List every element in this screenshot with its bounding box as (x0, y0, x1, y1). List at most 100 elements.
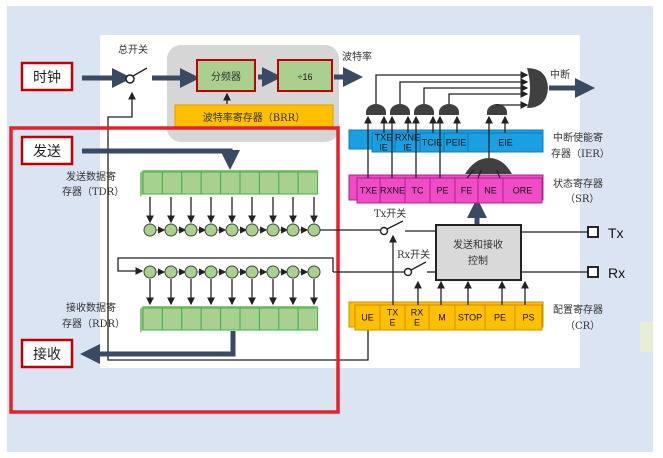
register-cell-label: TC (412, 186, 424, 196)
register-bit-cell (181, 307, 202, 331)
interrupt-logic (364, 68, 595, 305)
register-bit-cell (297, 171, 319, 195)
error-flag-line (477, 169, 482, 179)
brr-label: 波特率寄存器（BRR） (203, 111, 305, 124)
register-bit-cell (181, 171, 202, 195)
shift-bit (245, 265, 259, 279)
ier-label-1: 中断使能寄 (553, 131, 603, 144)
register-bit-cell (142, 307, 163, 331)
rx-switch[interactable] (403, 261, 437, 277)
gate-output-line (448, 90, 529, 104)
register-cell-label: FE (461, 186, 473, 196)
divider-block: 分频器 (196, 59, 256, 92)
shift-bit (184, 223, 198, 237)
receive-label: 接收 (33, 346, 61, 363)
interrupt-or-gate (527, 68, 548, 108)
baud-output-label: 波特率 (342, 50, 372, 63)
register-bit-cell (239, 171, 260, 195)
interrupt-label: 中断 (550, 68, 570, 81)
tx-pin (587, 226, 599, 238)
register-cell-label: EIE (498, 138, 513, 148)
shift-bit (164, 265, 178, 279)
tx-shift-register (143, 197, 321, 237)
rdr-label-1: 接收数据寄 (66, 301, 116, 314)
gate-output-line (399, 78, 529, 104)
send-input: 发送 (20, 135, 74, 166)
register-cell-label: TXE (375, 133, 393, 143)
and-gate (439, 104, 459, 115)
rx-switch-label: Rx开关 (397, 248, 430, 261)
register-cell (429, 177, 456, 204)
tx-rx-control-block: 发送和接收 控制 (435, 224, 522, 281)
gate-output-line (496, 101, 529, 109)
register-bit-cell (258, 307, 280, 331)
register-cell-label: PE (436, 186, 448, 196)
tx-switch-label: Tx开关 (374, 207, 406, 220)
and-gate (414, 104, 434, 115)
error-flag-line (496, 169, 501, 179)
tdr-register (140, 170, 319, 197)
shift-bit (204, 223, 218, 237)
shift-bit (307, 223, 321, 237)
register-cell-label: TCIE (422, 138, 443, 148)
cr-label-2: （CR） (565, 320, 600, 332)
brr-register: 波特率寄存器（BRR） (174, 104, 334, 128)
register-bit-cell (258, 171, 280, 195)
tx-pin-label: Tx (608, 225, 624, 241)
and-gate (390, 104, 410, 115)
register-bit-cell (200, 171, 222, 195)
receive-arrow (80, 331, 236, 364)
register-cell-label: PS (522, 313, 534, 323)
div16-block: ÷16 (277, 59, 333, 92)
rx-pin (587, 266, 599, 278)
div16-label: ÷16 (298, 72, 313, 82)
main-switch[interactable] (125, 67, 148, 84)
control-label-2: 控制 (468, 254, 488, 267)
tdr-label-1: 发送数据寄 (66, 170, 116, 183)
register-cell (484, 304, 516, 331)
shift-bit (184, 265, 198, 279)
register-cell (514, 304, 543, 331)
highlight-frame (9, 126, 340, 414)
register-bit-cell (142, 171, 163, 195)
and-gate (366, 104, 386, 115)
rx-loop-line (117, 257, 334, 275)
register-bit-cell (200, 307, 222, 331)
register-cell (454, 304, 486, 331)
register-cell (477, 177, 504, 204)
send-arrow (82, 148, 240, 170)
send-label: 发送 (33, 144, 61, 160)
tx-switch[interactable] (379, 220, 437, 236)
register-bit-cell (278, 171, 299, 195)
shift-bit (204, 265, 218, 279)
rx-shift-register (143, 265, 321, 306)
shift-bit (225, 265, 239, 279)
register-cell-label: TX (387, 308, 399, 318)
register-cell-label: M (438, 313, 446, 323)
register-cell-label: PEIE (446, 138, 467, 148)
register-cell (404, 304, 430, 331)
register-cell-label: RXNE (395, 133, 420, 143)
register-cell-label: STOP (458, 313, 482, 323)
shift-bit (266, 265, 280, 279)
register-cell-label: IE (379, 143, 388, 153)
gate-output-line (423, 84, 529, 104)
control-label-1: 发送和接收 (453, 238, 503, 251)
register-cell-label: NE (484, 186, 497, 196)
register-cell (354, 304, 381, 331)
main-switch-label: 总开关 (118, 43, 148, 56)
register-cell-label: E (414, 318, 420, 328)
tdr-label-2: 存器（TDR） (62, 185, 124, 198)
register-bit-cell (297, 307, 319, 331)
error-or-gate (465, 158, 512, 174)
register-cell-label: ORE (513, 186, 533, 196)
clock-label: 时钟 (33, 69, 61, 86)
ier-label-2: 存器（IER） (551, 147, 610, 160)
ue-enable-line (107, 91, 369, 361)
error-flag-line (466, 169, 475, 179)
cr-label-1: 配置寄存器 (553, 303, 603, 316)
register-cell (502, 177, 543, 204)
gate-output-line (375, 71, 529, 104)
